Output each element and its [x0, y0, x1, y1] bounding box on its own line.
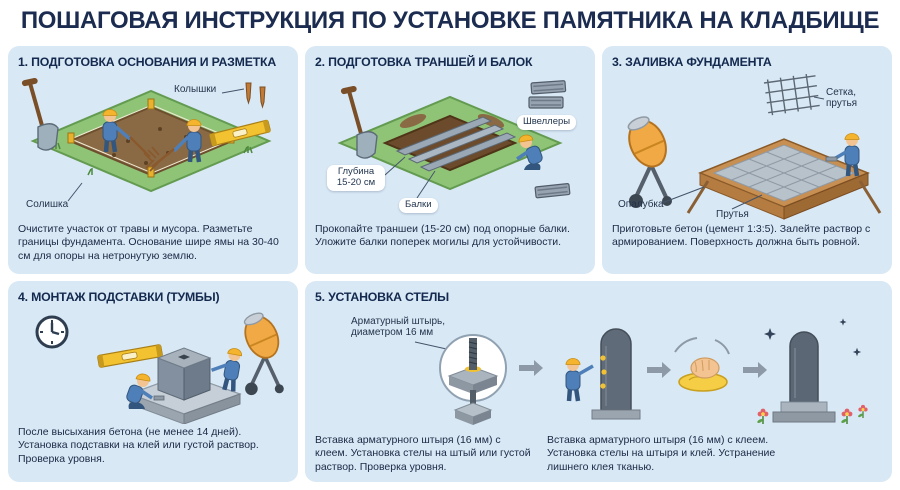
wiping-hand [674, 337, 730, 392]
panel-step-3: 3. ЗАЛИВКА ФУНДАМЕНТА [602, 46, 892, 274]
concrete-mixer-icon [619, 109, 675, 210]
worker-kneeling [123, 371, 165, 411]
worker-trowel [825, 134, 859, 177]
shovel-icon [338, 83, 379, 161]
channel-single-icon [534, 182, 571, 199]
leader-balki [416, 170, 436, 199]
step5-illustration: Арматурный штырь, диаметром 16 мм [315, 306, 882, 430]
leader-kolyshki [221, 88, 245, 94]
level-icon [209, 119, 271, 147]
stakes-icon [245, 82, 266, 109]
leader-prutya [731, 194, 763, 210]
beams [395, 116, 517, 172]
label-kolyshki: Колышки [174, 84, 217, 95]
panel-step-5: 5. УСТАНОВКА СТЕЛЫ [305, 281, 892, 482]
step2-caption: Прокопайте траншеи (15-20 см) под опорны… [315, 223, 570, 249]
level-icon [97, 344, 163, 368]
leader-glubina [384, 156, 406, 176]
formwork [686, 138, 882, 220]
worker-gluing [566, 359, 594, 402]
panel-step-2: 2. ПОДГОТОВКА ТРАНШЕЙ И БАЛОК Глубина 15… [305, 46, 595, 274]
step3-caption: Приготовьте бетон (цемент 1:3:5). Залейт… [612, 223, 871, 249]
label-setka: Сетка, прутья [826, 87, 858, 110]
label-solishka: Солишка [26, 199, 69, 210]
step2-illustration: Глубина 15-20 см Балки Швеллеры [315, 71, 585, 221]
finished-monument [755, 318, 869, 425]
step1-illustration: Колышки Солишка [18, 71, 288, 221]
label-shtyr: Арматурный штырь, диаметром 16 мм [351, 316, 446, 339]
leader-opalubka [661, 186, 705, 204]
worker-standing [210, 345, 243, 392]
step3-header: 3. ЗАЛИВКА ФУНДАМЕНТА [612, 55, 772, 69]
label-shvellery: Швеллеры [517, 115, 577, 130]
step3-illustration: Сетка, прутья Опалубка Прутья [612, 71, 882, 221]
pedestal-block [156, 347, 212, 401]
step2-header: 2. ПОДГОТОВКА ТРАНШЕЙ И БАЛОК [315, 55, 533, 69]
step5-header: 5. УСТАНОВКА СТЕЛЫ [315, 290, 449, 304]
page-title: ПОШАГОВАЯ ИНСТРУКЦИЯ ПО УСТАНОВКЕ ПАМЯТН… [20, 7, 880, 34]
step3-scene [619, 73, 882, 220]
step4-illustration [18, 306, 288, 424]
panel-step-4: 4. МОНТАЖ ПОДСТАВКИ (ТУМБЫ) [8, 281, 298, 482]
worker-raking [103, 110, 160, 162]
leader-shtyr [414, 341, 452, 351]
step2-scene [337, 79, 571, 199]
label-prutya: Прутья [716, 209, 749, 220]
arrow-icon [743, 362, 767, 378]
step5-caption-right: Вставка арматурного штыря (16 мм) с клее… [547, 434, 776, 473]
arrow-icon [647, 362, 671, 378]
step1-scene [19, 75, 272, 202]
worker-sweeping [145, 120, 201, 172]
step4-scene [35, 306, 287, 424]
clock-icon [35, 315, 69, 349]
step5-scene [414, 318, 869, 425]
arrow-icon [519, 360, 543, 376]
rebar-inset [439, 334, 507, 402]
stele-being-set [591, 328, 641, 420]
rebar-grid [731, 151, 837, 195]
panel-step-1: 1. ПОДГОТОВКА ОСНОВАНИЯ И РАЗМЕТКА [8, 46, 298, 274]
pedestal-with-pin [453, 390, 493, 425]
channel-stack-icon [528, 79, 567, 109]
step5-caption-left: Вставка арматурного штыря (16 мм) с клее… [315, 434, 531, 473]
step1-header: 1. ПОДГОТОВКА ОСНОВАНИЯ И РАЗМЕТКА [18, 55, 277, 69]
shovel-icon [19, 75, 61, 153]
leader-setka [813, 96, 825, 100]
step4-caption: После высыхания бетона (не менее 14 дней… [18, 426, 259, 465]
label-opalubka: Опалубка [618, 199, 664, 210]
step4-header: 4. МОНТАЖ ПОДСТАВКИ (ТУМБЫ) [18, 290, 220, 304]
leader-solishka [67, 182, 83, 202]
mesh-icon [763, 73, 820, 116]
concrete-mixer-icon [236, 306, 287, 397]
label-glubina: Глубина 15-20 см [327, 165, 385, 191]
label-balki: Балки [399, 198, 438, 213]
step1-caption: Очистите участок от травы и мусора. Разм… [18, 223, 279, 262]
